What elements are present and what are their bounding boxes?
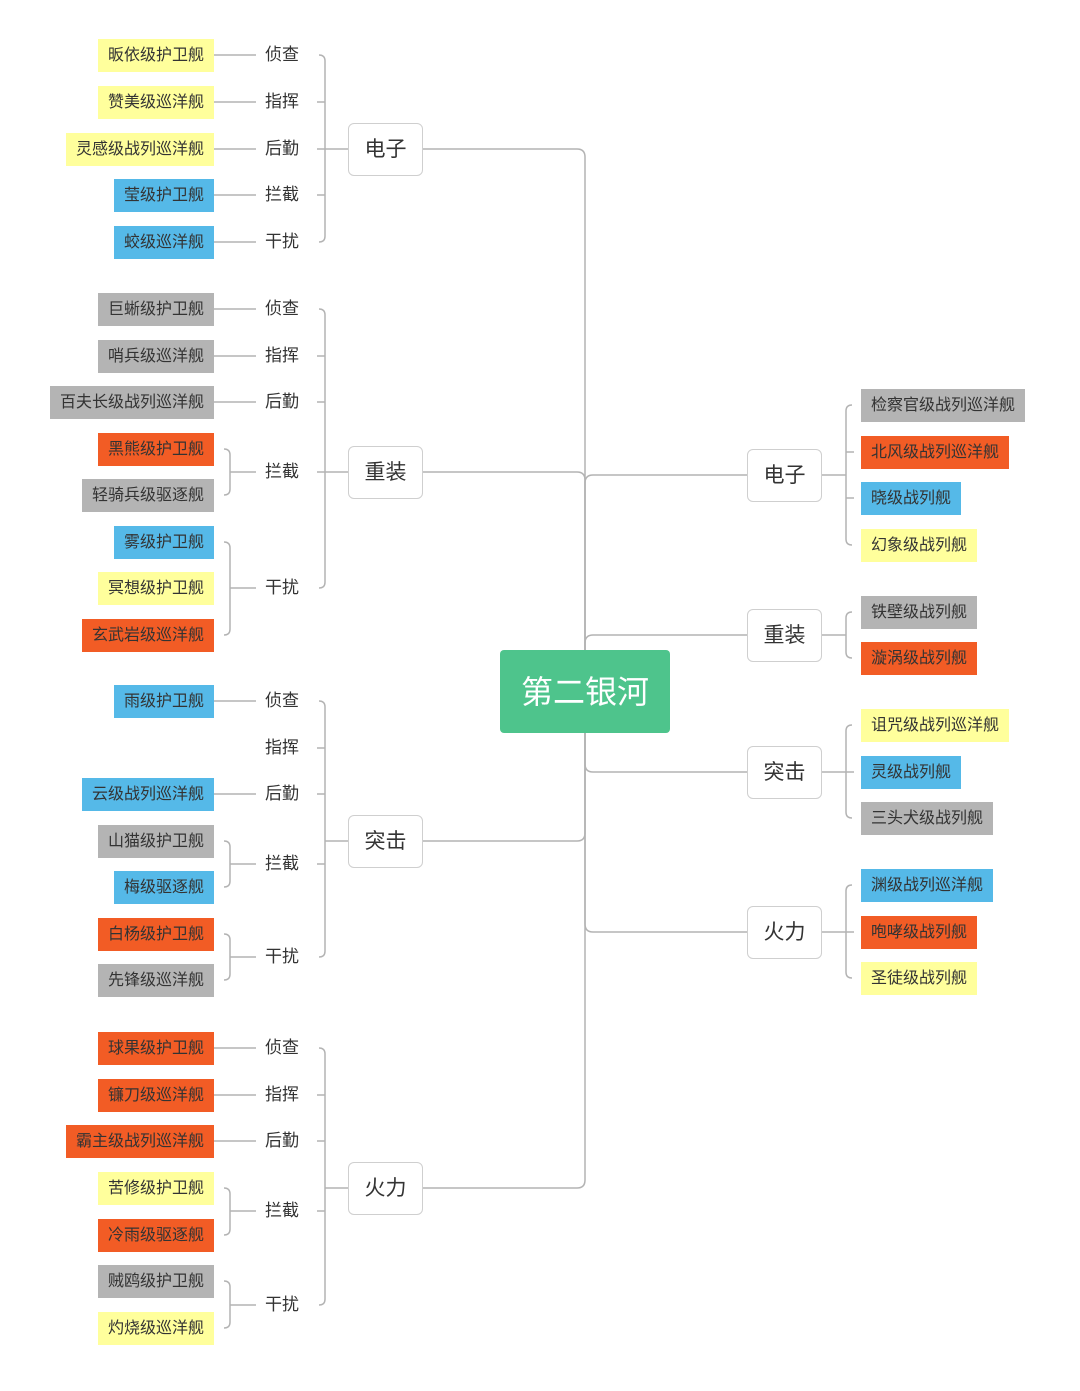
ship-node[interactable]: 白杨级护卫舰: [97, 917, 214, 951]
role-bracket: [318, 700, 326, 958]
ship-node[interactable]: 巨蜥级护卫舰: [97, 292, 214, 326]
category-node-left[interactable]: 火力: [348, 1161, 423, 1215]
category-node-right[interactable]: 火力: [747, 905, 822, 959]
ship-node[interactable]: 云级战列巡洋舰: [81, 777, 214, 811]
ship-bracket-right: [845, 404, 853, 546]
ship-group-bracket: [223, 1187, 231, 1236]
ship-node[interactable]: 昄依级护卫舰: [97, 38, 214, 72]
ship-node[interactable]: 冷雨级驱逐舰: [97, 1218, 214, 1252]
ship-node[interactable]: 百夫长级战列巡洋舰: [49, 385, 214, 419]
ship-node[interactable]: 霸主级战列巡洋舰: [65, 1124, 214, 1158]
role-label[interactable]: 干扰: [265, 1294, 299, 1315]
role-label[interactable]: 侦查: [265, 44, 299, 65]
ship-node[interactable]: 黑熊级护卫舰: [97, 432, 214, 466]
ship-node[interactable]: 雨级护卫舰: [113, 684, 214, 718]
role-label[interactable]: 后勤: [265, 1130, 299, 1151]
ship-node[interactable]: 诅咒级战列巡洋舰: [861, 708, 1010, 742]
ship-node[interactable]: 山猫级护卫舰: [97, 824, 214, 858]
role-label[interactable]: 侦查: [265, 298, 299, 319]
ship-node[interactable]: 检察官级战列巡洋舰: [861, 388, 1026, 422]
root-link-right: [584, 474, 747, 650]
ship-group-bracket: [223, 1280, 231, 1329]
root-link-right: [584, 634, 747, 650]
role-label[interactable]: 拦截: [265, 461, 299, 482]
role-label[interactable]: 干扰: [265, 577, 299, 598]
role-bracket: [318, 308, 326, 589]
ship-node[interactable]: 雾级护卫舰: [113, 525, 214, 559]
role-label[interactable]: 侦查: [265, 690, 299, 711]
role-label[interactable]: 侦查: [265, 1037, 299, 1058]
role-label[interactable]: 指挥: [265, 1084, 299, 1105]
ship-node[interactable]: 圣徒级战列舰: [861, 961, 978, 995]
root-link-left: [423, 733, 586, 842]
ship-node[interactable]: 苦修级护卫舰: [97, 1171, 214, 1205]
category-node-left[interactable]: 重装: [348, 445, 423, 499]
ship-bracket-right: [845, 611, 853, 659]
role-label[interactable]: 后勤: [265, 138, 299, 159]
ship-node[interactable]: 三头犬级战列舰: [861, 801, 994, 835]
ship-group-bracket: [223, 840, 231, 888]
ship-node[interactable]: 赞美级巡洋舰: [97, 85, 214, 119]
ship-group-bracket: [223, 541, 231, 636]
root-link-left: [423, 471, 586, 650]
ship-node[interactable]: 咆哮级战列舰: [861, 915, 978, 949]
category-node-right[interactable]: 电子: [747, 448, 822, 502]
root-link-left: [423, 148, 586, 650]
role-label[interactable]: 拦截: [265, 1200, 299, 1221]
role-label[interactable]: 干扰: [265, 231, 299, 252]
root-link-right: [584, 733, 747, 933]
ship-node[interactable]: 球果级护卫舰: [97, 1031, 214, 1065]
role-label[interactable]: 后勤: [265, 783, 299, 804]
role-label[interactable]: 指挥: [265, 91, 299, 112]
role-label[interactable]: 后勤: [265, 391, 299, 412]
ship-node[interactable]: 漩涡级战列舰: [861, 641, 978, 675]
ship-node[interactable]: 贼鸥级护卫舰: [97, 1264, 214, 1298]
ship-group-bracket: [223, 933, 231, 981]
role-label[interactable]: 指挥: [265, 345, 299, 366]
ship-node[interactable]: 渊级战列巡洋舰: [861, 868, 994, 902]
ship-node[interactable]: 晓级战列舰: [861, 481, 962, 515]
ship-node[interactable]: 玄武岩级巡洋舰: [81, 618, 214, 652]
ship-node[interactable]: 轻骑兵级驱逐舰: [81, 478, 214, 512]
ship-node[interactable]: 先锋级巡洋舰: [97, 963, 214, 997]
role-label[interactable]: 拦截: [265, 853, 299, 874]
role-bracket: [318, 1047, 326, 1306]
ship-node[interactable]: 灵级战列舰: [861, 755, 962, 789]
category-node-left[interactable]: 电子: [348, 122, 423, 176]
role-label[interactable]: 干扰: [265, 946, 299, 967]
ship-node[interactable]: 梅级驱逐舰: [113, 870, 214, 904]
category-node-right[interactable]: 重装: [747, 608, 822, 662]
ship-node[interactable]: 冥想级护卫舰: [97, 571, 214, 605]
category-node-right[interactable]: 突击: [747, 745, 822, 799]
ship-node[interactable]: 铁壁级战列舰: [861, 595, 978, 629]
root-link-right: [584, 733, 747, 773]
ship-group-bracket: [223, 448, 231, 496]
ship-node[interactable]: 灵感级战列巡洋舰: [65, 132, 214, 166]
root-node[interactable]: 第二银河: [500, 650, 670, 733]
role-label[interactable]: 指挥: [265, 737, 299, 758]
category-node-left[interactable]: 突击: [348, 814, 423, 868]
root-link-left: [423, 733, 586, 1189]
ship-node[interactable]: 北风级战列巡洋舰: [861, 435, 1010, 469]
role-label[interactable]: 拦截: [265, 184, 299, 205]
ship-node[interactable]: 镰刀级巡洋舰: [97, 1078, 214, 1112]
ship-node[interactable]: 哨兵级巡洋舰: [97, 339, 214, 373]
ship-node[interactable]: 莹级护卫舰: [113, 178, 214, 212]
ship-node[interactable]: 幻象级战列舰: [861, 528, 978, 562]
ship-node[interactable]: 灼烧级巡洋舰: [97, 1311, 214, 1345]
ship-node[interactable]: 蛟级巡洋舰: [113, 225, 214, 259]
